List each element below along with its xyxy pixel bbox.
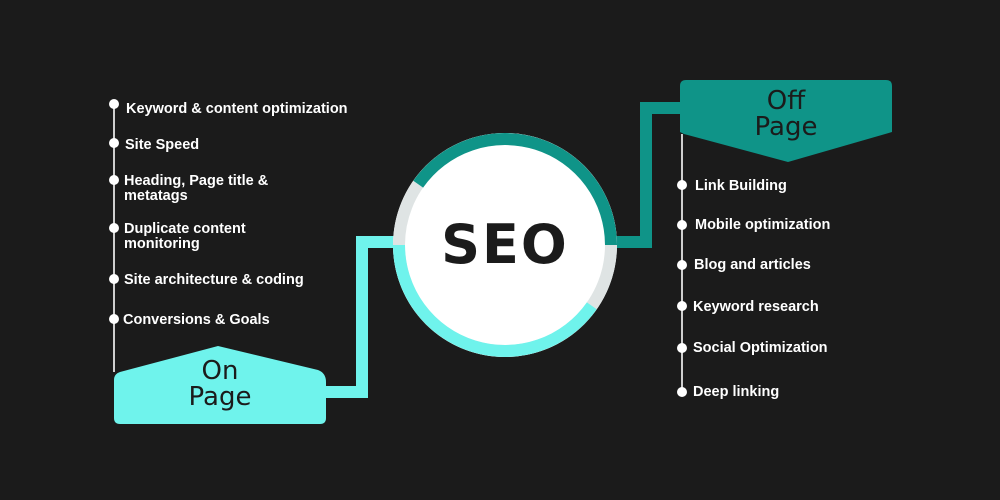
off-page-item: Link Building <box>695 179 787 194</box>
off-page-item: Deep linking <box>693 385 779 400</box>
on-page-title-line2: Page <box>188 382 252 412</box>
item-text: Link Building <box>695 178 787 194</box>
item-text: Mobile optimization <box>695 217 831 233</box>
off-page-item: Mobile optimization <box>695 218 830 233</box>
bullet-dot-icon <box>109 175 119 185</box>
bullet-dot-icon <box>677 387 687 397</box>
off-page-connector <box>606 102 686 248</box>
on-page-item: Site architecture & coding <box>124 273 304 288</box>
bullet-dot-icon <box>109 274 119 284</box>
item-text: Keyword & content optimization <box>126 101 348 117</box>
bullet-dot-icon <box>677 180 687 190</box>
off-page-title-line1: Off <box>766 86 806 116</box>
off-page-item: Keyword research <box>693 300 819 315</box>
item-text: Conversions & Goals <box>123 312 270 328</box>
item-text: Heading, Page title & <box>124 173 269 189</box>
on-page-connector <box>322 236 400 398</box>
bullet-dot-icon <box>677 220 687 230</box>
off-page-item: Social Optimization <box>693 341 828 356</box>
bullet-dot-icon <box>109 99 119 109</box>
item-text: Site architecture & coding <box>124 272 304 288</box>
item-text: Deep linking <box>693 384 780 400</box>
on-page-item: Keyword & content optimization <box>126 102 348 117</box>
seo-label: SEO <box>441 213 569 276</box>
on-page-item: Site Speed <box>125 138 199 153</box>
off-page-title-line2: Page <box>754 112 818 142</box>
on-page-item: Duplicate content monitoring <box>124 222 246 252</box>
item-text: Duplicate content <box>124 221 246 237</box>
item-text: Social Optimization <box>693 340 828 356</box>
on-page-title-line1: On <box>201 356 239 386</box>
item-text-line2: metatags <box>124 188 188 204</box>
bullet-dot-icon <box>677 260 687 270</box>
bullet-dot-icon <box>109 223 119 233</box>
on-page-box <box>114 346 326 424</box>
ring-teal-arc <box>413 133 617 246</box>
on-page-title: On Page <box>114 358 326 410</box>
item-text: Blog and articles <box>694 257 811 273</box>
ring-cyan-arc <box>393 244 597 357</box>
item-text: Keyword research <box>693 299 819 315</box>
off-page-title: Off Page <box>680 88 892 140</box>
off-page-box <box>680 80 892 162</box>
seo-circle <box>393 133 617 357</box>
bullet-dot-icon <box>677 343 687 353</box>
off-page-item: Blog and articles <box>694 258 811 273</box>
item-text: Site Speed <box>125 137 200 153</box>
bullet-dot-icon <box>109 138 119 148</box>
item-text-line2: monitoring <box>124 236 200 252</box>
bullet-dot-icon <box>677 301 687 311</box>
bullet-dot-icon <box>109 314 119 324</box>
on-page-item: Heading, Page title & metatags <box>124 174 268 204</box>
on-page-item: Conversions & Goals <box>123 313 270 328</box>
